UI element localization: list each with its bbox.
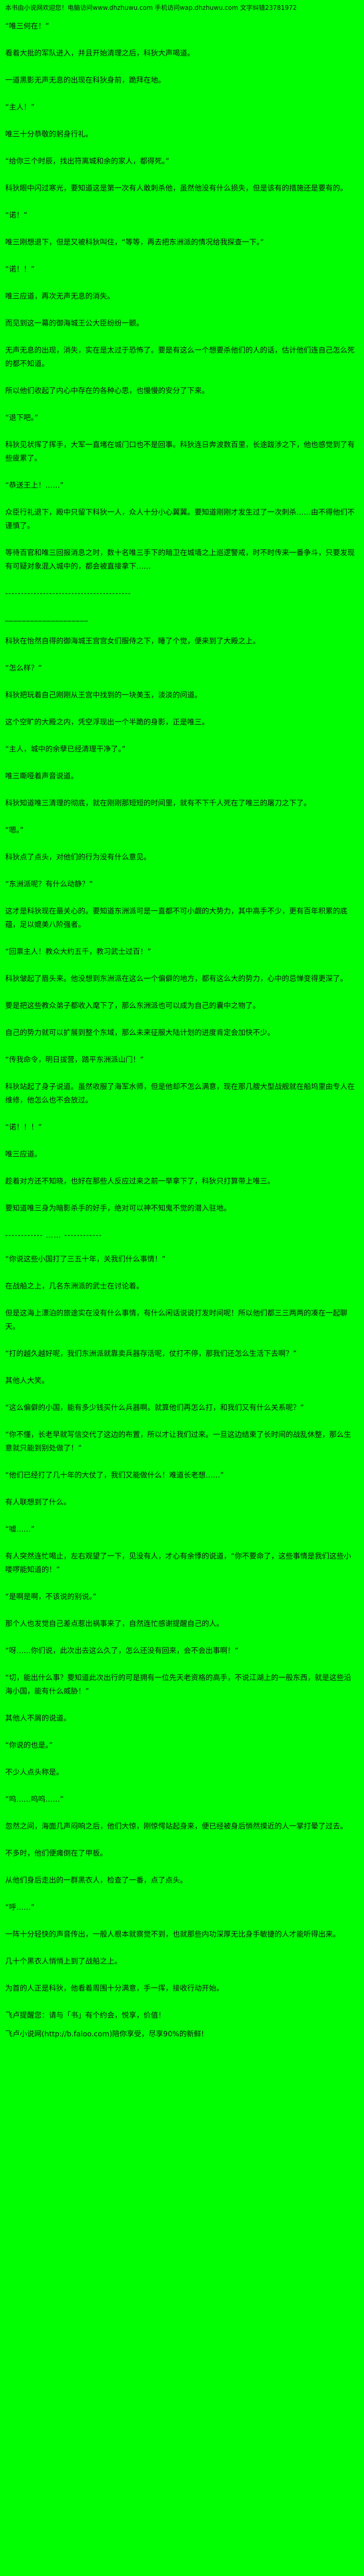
paragraph: 科狄点了点头，对他们的行为没有什么意见。 (5, 853, 151, 862)
paragraph: “这么偏僻的小国，能有多少钱买什么兵器啊。就算他们再怎么打，和我们又有什么关系呢… (5, 1404, 304, 1412)
paragraph: “回禀主人！教众大约五千，教习武士过百！” (5, 948, 151, 956)
paragraph: “切，能出什么事？要知道此次出行的可是拥有一位先天老资格的高手，不说江湖上的一般… (5, 1674, 352, 1696)
paragraph: 有人突然连忙喝止，左右观望了一下，见没有人，才心有余悸的说道，“你不要命了，这些… (5, 1552, 352, 1574)
paragraph: 科狄眼中闪过寒光，要知道这是第一次有人敢刺杀他，虽然他没有什么损失，但是该有的措… (5, 184, 347, 193)
paragraph: 科狄见状挥了挥手，大军一直堵在城门口也不是回事。科狄连日奔波数百里，长途跋涉之下… (5, 441, 355, 463)
paragraph: “呜……呜呜……” (5, 1795, 64, 1804)
paragraph: 几十个黑衣人悄悄上到了战船之上。 (5, 1957, 122, 1966)
paragraph: “传我命令，明日拔营，踏平东洲派山门！” (5, 1056, 144, 1064)
paragraph: 科狄知道唯三清理的彻底，就在刚刚那短短的时间里，就有不下千人死在了唯三的屠刀之下… (5, 799, 311, 808)
paragraph: 一道黑影无声无息的出现在科狄身前，跪拜在地。 (5, 76, 165, 85)
paragraph: “你说的也是。” (5, 1741, 53, 1750)
paragraph: 而见到这一幕的御海城王公大臣纷纷一颤。 (5, 319, 144, 328)
chapter-content: “唯三何在！” 看着大批的军队进入，并且开始清理之后，科狄大声喝道。一道黑影无声无… (5, 20, 358, 2041)
paragraph: 科狄把玩着自己刚刚从王宫中找到的一块美玉，淡淡的问道。 (5, 691, 202, 700)
paragraph: 其他人大笑。 (5, 1377, 49, 1385)
footer-note: 飞卢提醒您：请与「书」有个约会，悦享，价值！ (5, 2011, 165, 2020)
paragraph: 其他人不屑的说道。 (5, 1714, 71, 1723)
paragraph: “你不懂，长老早就写信交代了这边的布置，所以才让我们过来。一旦这边结束了长时间的… (5, 1431, 352, 1453)
paragraph: 为首的人正是科狄，他看着周围十分满意，手一挥，接收行动开始。 (5, 1984, 224, 1993)
paragraph: 科狄皱起了眉头来。他没想到东洲派在这么一个偏僻的地方，都有这么大的势力，心中的忌… (5, 975, 347, 983)
site-header-notice: 本书由小说网欢迎您！电脑访问www.dhzhuwu.com 手机访问wap.dh… (5, 4, 297, 11)
paragraph: “东洲派呢？有什么动静？” (5, 880, 93, 889)
paragraph: 不多时，他们便瘫倒在了甲板。 (5, 1849, 107, 1858)
paragraph: “恭送王上！……” (5, 481, 64, 490)
paragraph: “怎么样？” (5, 664, 42, 673)
footer-note: 飞卢小说网(http://b.faloo.com)陪你享受，尽享90%的新鲜! (5, 2030, 204, 2038)
paragraph: “主人，城中的余孽已经清理干净了。” (5, 745, 126, 754)
paragraph: 众臣行礼退下，殿中只留下科狄一人，众人十分小心翼翼。要知道刚刚才发生过了一次刺杀… (5, 508, 355, 530)
paragraph: 等待百官和唯三回报消息之时，数十名唯三手下的暗卫在城墙之上巡逻警戒，时不时传来一… (5, 549, 355, 571)
paragraph: 不少人点头称是。 (5, 1768, 63, 1777)
paragraph: 有人联想到了什么。 (5, 1498, 71, 1507)
paragraph: “诺！！” (5, 265, 35, 274)
paragraph: 从他们身后走出的一群黑衣人，检查了一番，点了点头。 (5, 1876, 187, 1885)
divider-line: ---------------------------------------- (5, 589, 132, 598)
paragraph: “嘘……” (5, 1525, 35, 1534)
paragraph: 趁着对方还不知晓，也好在那些人反应过来之前一举拿下了，科狄只打算带上唯三。 (5, 1177, 275, 1186)
divider-line: ____________________ (5, 613, 88, 622)
paragraph: “诺！！！” (5, 1123, 42, 1132)
divider-line: ------------ …… ------------ (5, 1231, 102, 1240)
paragraph: 在战船之上，几名东洲派的武士在讨论着。 (5, 1282, 144, 1291)
paragraph: 科狄在怡然自得的御海城王宫宫女们服侍之下，睡了个觉，便来到了大殿之上。 (5, 637, 260, 646)
paragraph: “给你三个时辰，找出符离城和余的家人，都得死。” (5, 157, 170, 166)
paragraph: 所以他们收起了内心中存在的各种心思，也慢慢的安分了下来。 (5, 387, 209, 395)
paragraph: “嗯。” (5, 826, 24, 835)
paragraph: “主人！” (5, 103, 35, 112)
paragraph: 要是把这些教众弟子都收入麾下了，那么东洲派也可以成为自己的囊中之物了。 (5, 1002, 260, 1010)
paragraph: 唯三嘶哑着声音说道。 (5, 772, 78, 781)
paragraph: 这才是科狄现在最关心的。要知道东洲派可是一直都不可小觑的大势力，其中高手不少，更… (5, 907, 347, 929)
paragraph: 科狄站起了身子说道。虽然收服了海军水师，但是他却不怎么满意，现在那几艘大型战舰就… (5, 1083, 355, 1105)
paragraph: 唯三刚想退下，但是又被科狄叫住，“等等，再去把东洲派的情况给我探查一下。” (5, 238, 264, 247)
paragraph: 要知道唯三身为暗影杀手的好手，绝对可以神不知鬼不觉的潜入驻地。 (5, 1204, 231, 1213)
paragraph: “诺！” (5, 211, 28, 220)
paragraph: 那个人也发觉自己差点惹出祸事来了，自然连忙感谢提醒自己的人。 (5, 1620, 224, 1628)
paragraph: 这个空旷的大殿之内，凭空浮现出一个半跪的身影，正是唯三。 (5, 718, 209, 727)
paragraph: 一阵十分轻快的声音传出，一般人根本就察觉不到，也就那些内功深厚无比身手敏捷的人才… (5, 1930, 340, 1939)
paragraph: 自己的势力就可以扩展到整个东域，那么未来征服大陆计划的进度肯定会加快不少。 (5, 1029, 275, 1037)
paragraph: “是啊是啊，不该说的别说。” (5, 1593, 97, 1601)
paragraph: “呀……你们说，此次出去这么久了，怎么还没有回来，会不会出事啊！” (5, 1647, 239, 1655)
paragraph: 无声无息的出现，消失，实在是太过于恐怖了。要是有这么一个想要杀他们的人的话，估计… (5, 346, 355, 368)
paragraph: “退下吧。” (5, 414, 38, 422)
paragraph: “他们已经打了几十年的大仗了，我们又能做什么！难道长老想……” (5, 1471, 224, 1480)
paragraph: “呼……” (5, 1903, 35, 1912)
paragraph: 忽然之间，海面几声闷响之后，他们大惊，刚惊愕站起身来，便已经被身后悄然摸近的人一… (5, 1822, 347, 1831)
paragraph: 但是这海上漂泊的旅途实在没有什么事情，有什么闲话说说打发时间呢！所以他们都三三两… (5, 1309, 347, 1331)
paragraph: 看着大批的军队进入，并且开始清理之后，科狄大声喝道。 (5, 49, 194, 58)
paragraph: “你说这些小国打了三五十年，关我们什么事情！” (5, 1255, 166, 1264)
paragraph: 唯三应道，再次无声无息的消失。 (5, 292, 114, 301)
paragraph: 唯三十分恭敬的躬身行礼。 (5, 130, 93, 139)
paragraph: “唯三何在！” (5, 22, 49, 31)
paragraph: 唯三应道。 (5, 1150, 42, 1159)
paragraph: “打的越久越好呢，我们东洲派就靠卖兵器存活呢，仗打不停，那我们还怎么生活下去啊？… (5, 1350, 297, 1358)
